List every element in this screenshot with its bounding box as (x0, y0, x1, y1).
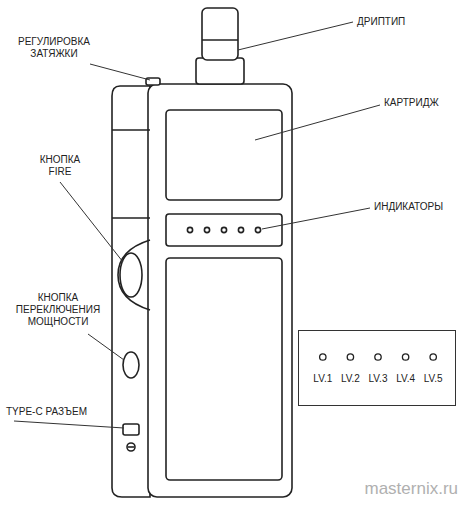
level-label: LV.2 (341, 373, 360, 385)
level-label: LV.5 (424, 373, 443, 385)
driptip-base (196, 58, 244, 84)
indicator-dots (299, 331, 457, 407)
callout-label: КАРТРИДЖ (384, 97, 464, 109)
indicator-dot (402, 354, 408, 360)
fire-button (120, 253, 142, 297)
indicator-dot (375, 354, 381, 360)
level-label: LV.4 (396, 373, 415, 385)
device-front (148, 84, 292, 497)
callout-label: TYPE-C РАЗЪЕМ (6, 406, 116, 418)
callout-label: РЕГУЛИРОВКА ЗАТЯЖКИ (4, 36, 104, 60)
indicator-legend-box: LV.1 LV.2 LV.3 LV.4 LV.5 (298, 330, 456, 406)
driptip (202, 8, 238, 60)
indicator-panel (166, 214, 282, 246)
front-panel (166, 258, 282, 480)
watermark: masternix.ru (318, 478, 458, 500)
callout-label: ИНДИКАТОРЫ (374, 201, 464, 213)
cartridge-window (166, 110, 282, 200)
level-label: LV.3 (369, 373, 388, 385)
power-button (123, 352, 139, 378)
usb-port (123, 424, 139, 435)
screw (127, 443, 135, 451)
device-side (112, 86, 150, 497)
level-label: LV.1 (313, 373, 332, 385)
indicator-dot (347, 354, 353, 360)
indicator-dot (320, 354, 326, 360)
callout-label: КНОПКА FIRE (30, 154, 90, 178)
indicator-dot (430, 354, 436, 360)
callout-label: КНОПКА ПЕРЕКЛЮЧЕНИЯ МОЩНОСТИ (8, 292, 108, 328)
callout-label: ДРИПТИП (357, 16, 457, 28)
